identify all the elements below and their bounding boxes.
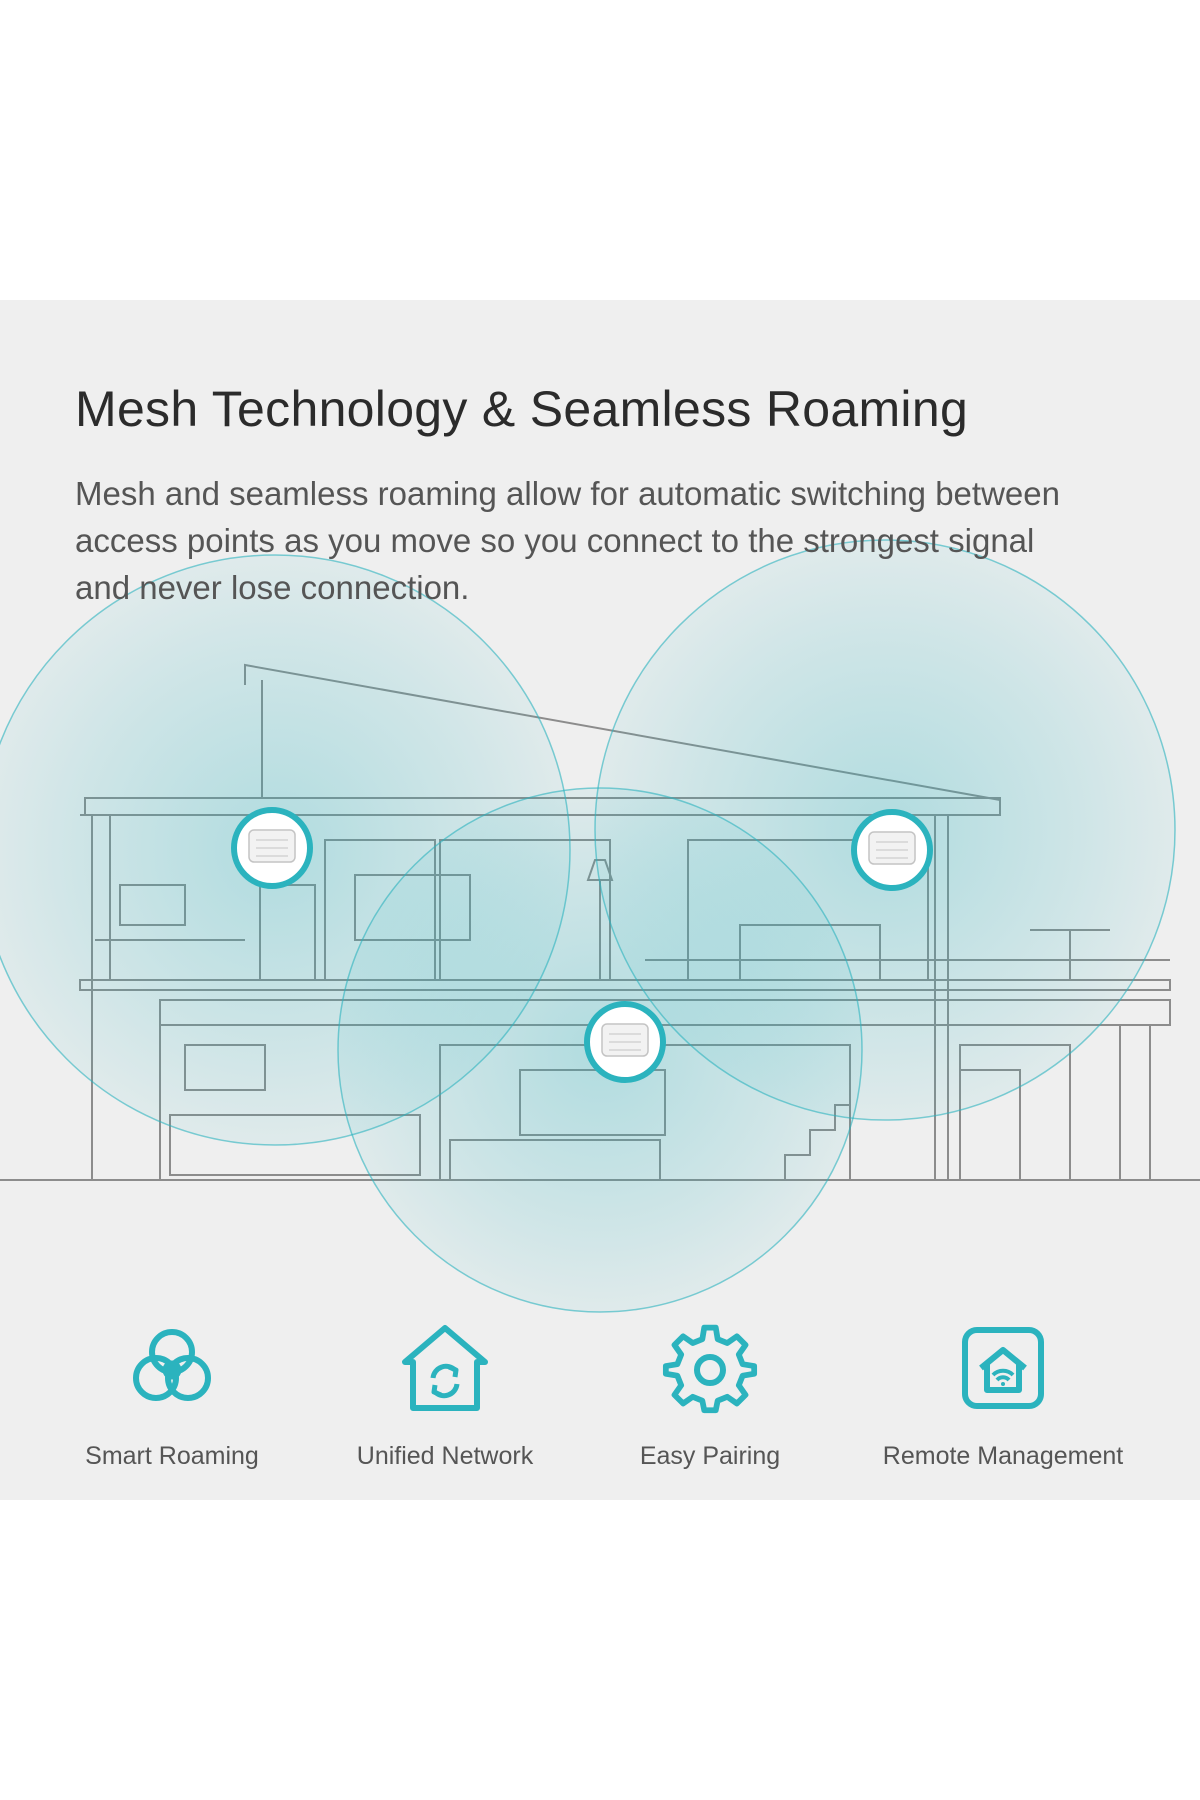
page-title: Mesh Technology & Seamless Roaming xyxy=(75,381,969,437)
feature-unified-network: Unified Network xyxy=(295,1320,595,1471)
feature-smart-roaming: Smart Roaming xyxy=(22,1320,322,1471)
feature-list: Smart Roaming Unified Network Easy Pairi… xyxy=(0,1320,1200,1490)
access-point-right-icon xyxy=(851,809,933,891)
feature-easy-pairing: Easy Pairing xyxy=(560,1320,860,1471)
access-point-left-icon xyxy=(231,807,313,889)
house-illustration xyxy=(0,539,1200,1313)
feature-label: Unified Network xyxy=(356,1442,534,1470)
feature-label: Easy Pairing xyxy=(639,1442,781,1470)
feature-label: Remote Management xyxy=(882,1442,1124,1470)
page-description: Mesh and seamless roaming allow for auto… xyxy=(75,475,1060,606)
smart-roaming-icon xyxy=(133,1329,211,1401)
unified-network-icon xyxy=(402,1325,488,1411)
easy-pairing-icon xyxy=(662,1324,758,1414)
feature-panel: Mesh Technology & Seamless Roaming Mesh … xyxy=(0,300,1200,1500)
feature-label: Smart Roaming xyxy=(85,1442,259,1470)
access-point-center-icon xyxy=(584,1001,666,1083)
remote-management-icon xyxy=(962,1327,1044,1409)
feature-remote-management: Remote Management xyxy=(853,1320,1153,1471)
